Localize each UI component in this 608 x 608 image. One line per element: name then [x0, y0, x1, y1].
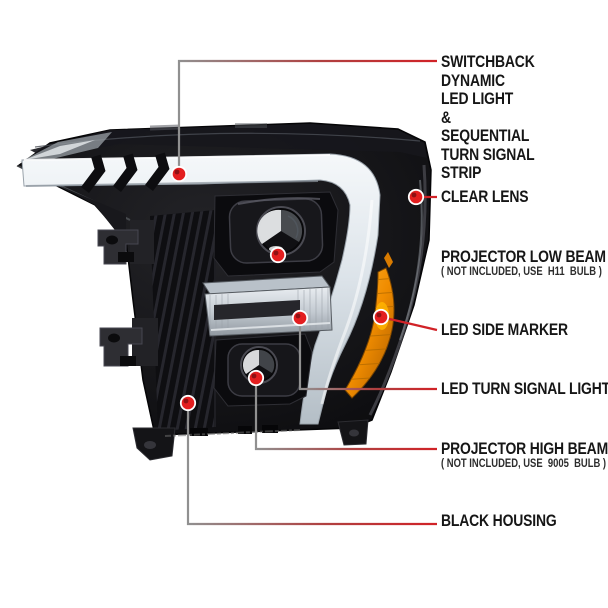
bottom-edge-details [164, 425, 301, 437]
callout-subtext: ( NOT INCLUDED, USE 9005 BULB ) [441, 458, 607, 470]
lens-glint [257, 209, 281, 244]
low-beam-projector [213, 191, 339, 277]
callout-lines [177, 59, 438, 526]
callout-dot-switchback [170, 165, 188, 183]
callout-dot-turn-signal [291, 309, 309, 327]
top-clip [235, 123, 267, 128]
callout-subtext: ( NOT INCLUDED, USE H11 BULB ) [441, 266, 602, 278]
callout-text: LED TURN SIGNAL LIGHT [441, 379, 608, 398]
lens-glint [242, 349, 259, 374]
callout-label-clear-lens: CLEAR LENS [441, 187, 548, 206]
callout-dots [170, 165, 425, 412]
callout-dot-clear-lens [407, 188, 425, 206]
callout-line-turn-signal [298, 318, 437, 391]
regulatory-text-blur [164, 429, 301, 437]
callout-label-side-marker: LED SIDE MARKER [441, 320, 596, 339]
drl-strip [21, 152, 381, 425]
mounting-bracket-lower [99, 318, 158, 367]
callout-label-black-housing: BLACK HOUSING [441, 511, 582, 530]
callout-text: SWITCHBACK DYNAMIC LED LIGHT & SEQUENTIA… [441, 52, 535, 182]
callout-line-black-housing [186, 403, 437, 526]
drl-top-highlight [23, 154, 331, 161]
callout-dot-black-housing [179, 394, 197, 412]
top-lens-cover [30, 124, 427, 158]
callout-text: BLACK HOUSING [441, 511, 557, 530]
callout-label-turn-signal: LED TURN SIGNAL LIGHT [441, 379, 608, 398]
mounting-foot-left [132, 427, 176, 461]
callout-dot-high-beam [247, 369, 265, 387]
top-clip [149, 124, 181, 131]
callout-text: PROJECTOR LOW BEAM [441, 247, 606, 266]
tip-glint-bright [24, 140, 95, 160]
callout-text: CLEAR LENS [441, 187, 529, 206]
turn-signal-strip [202, 275, 333, 337]
mounting-bracket-upper [97, 220, 154, 265]
callout-line-side-marker [380, 315, 438, 332]
callout-line-high-beam [254, 378, 437, 451]
callout-text: PROJECTOR HIGH BEAM [441, 439, 608, 458]
drl-bottom-shadow [25, 180, 319, 187]
callout-label-low-beam: PROJECTOR LOW BEAM ( NOT INCLUDED, USE H… [441, 247, 608, 279]
callout-text: LED SIDE MARKER [441, 320, 568, 339]
callout-line-switchback [177, 59, 437, 174]
callout-dot-side-marker [372, 308, 390, 326]
drl-vertical-highlight [320, 199, 374, 405]
high-beam-projector [213, 333, 313, 407]
callout-label-high-beam: PROJECTOR HIGH BEAM ( NOT INCLUDED, USE … [441, 439, 608, 471]
callout-label-switchback: SWITCHBACK DYNAMIC LED LIGHT & SEQUENTIA… [441, 52, 608, 183]
callout-dot-low-beam [269, 246, 287, 264]
under-wing-shadow [60, 186, 126, 244]
turn-signal-dark-band [214, 300, 300, 320]
switchback-chevrons [81, 152, 170, 193]
mounting-foot-right [337, 419, 369, 446]
